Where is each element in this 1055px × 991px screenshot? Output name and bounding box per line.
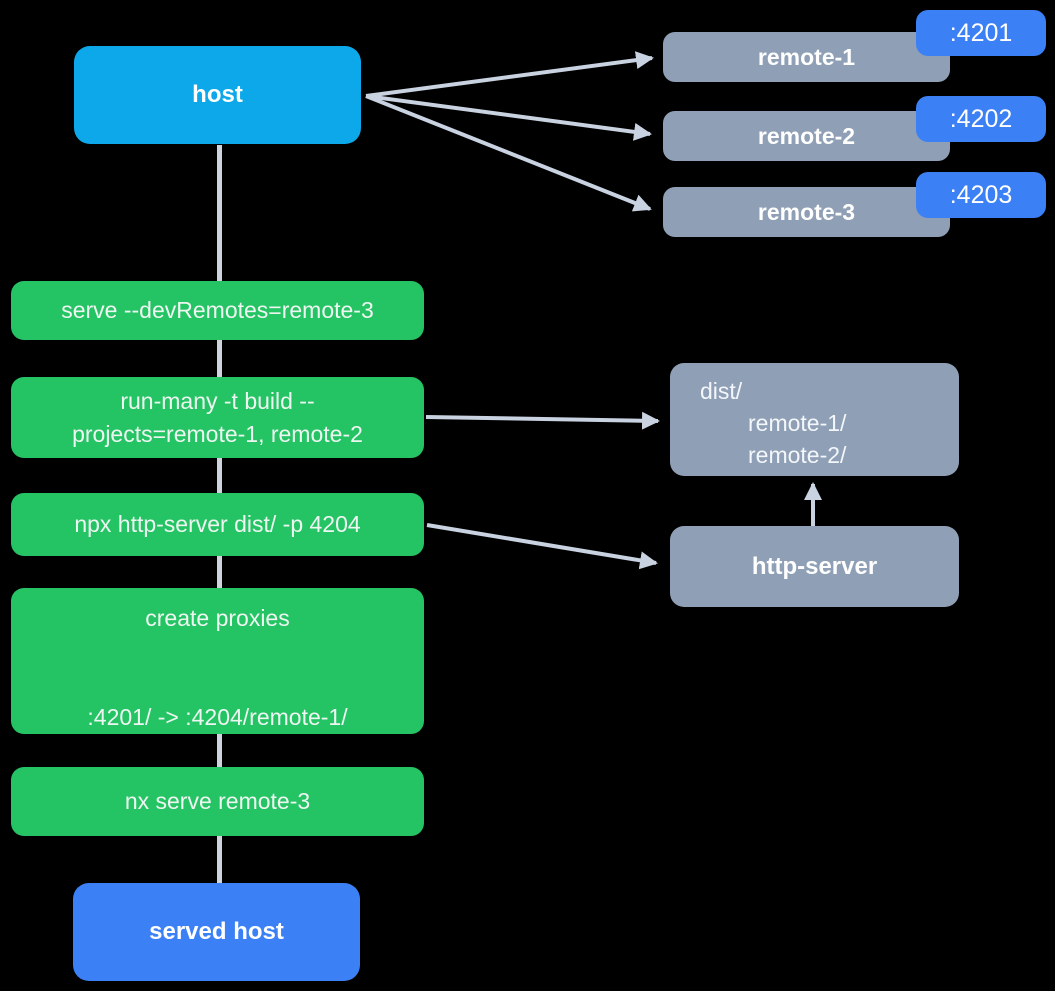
remote-2-node: remote-2 (663, 111, 950, 161)
http-server-node: http-server (670, 526, 959, 607)
step-npx-http-server: npx http-server dist/ -p 4204 (11, 493, 424, 556)
arrow-host-remote-2 (365, 94, 652, 141)
remote-1-node: remote-1 (663, 32, 950, 82)
proxy-mapping-1: :4201/ -> :4204/remote-1/ (87, 704, 348, 730)
step-run-many-build: run-many -t build -- projects=remote-1, … (11, 377, 424, 458)
dist-folder-node: dist/ remote-1/ remote-2/ (670, 363, 959, 476)
step-create-proxies: create proxies :4201/ -> :4204/remote-1/… (11, 588, 424, 796)
create-proxies-title: create proxies (145, 605, 290, 631)
step-serve-devremotes: serve --devRemotes=remote-3 (11, 281, 424, 340)
arrow-host-remote-1 (365, 51, 654, 98)
dist-entry-remote-1: remote-1/ (748, 410, 847, 436)
arrow-npx-httpserver (426, 523, 658, 570)
remote-3-node: remote-3 (663, 187, 950, 237)
step-nx-serve-remote-3: nx serve remote-3 (11, 767, 424, 836)
port-badge-4203: :4203 (916, 172, 1046, 218)
served-host-node: served host (73, 883, 360, 981)
arrow-build-dist (425, 411, 660, 430)
host-node: host (74, 46, 361, 144)
port-badge-4202: :4202 (916, 96, 1046, 142)
port-badge-4201: :4201 (916, 10, 1046, 56)
dist-folder-title: dist/ (700, 378, 743, 404)
dist-entry-remote-2: remote-2/ (748, 442, 847, 468)
arrow-host-remote-3 (365, 94, 652, 212)
